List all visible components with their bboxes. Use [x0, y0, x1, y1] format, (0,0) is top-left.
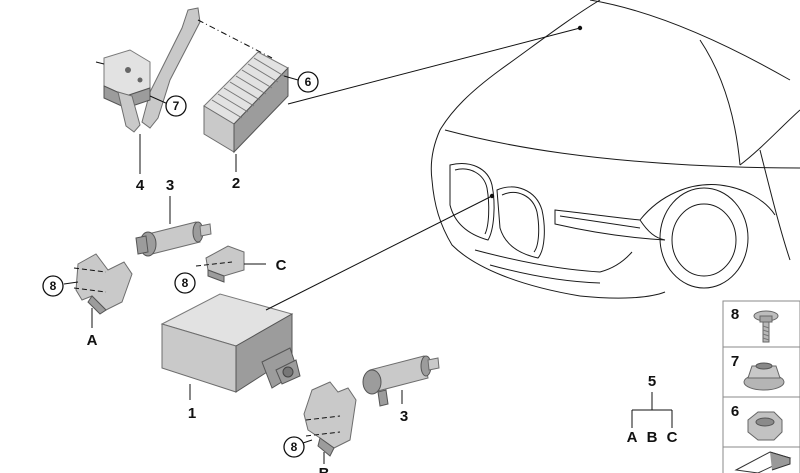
- actuator-part-3-upper[interactable]: [135, 196, 212, 257]
- svg-text:7: 7: [731, 353, 739, 370]
- circled-callout-8-C: 8: [174, 272, 196, 294]
- control-unit-part-1[interactable]: [160, 193, 495, 400]
- callout-1: 1: [188, 405, 196, 422]
- legend-item-8[interactable]: 8: [722, 300, 800, 348]
- group-5-tree: 5 A B C: [627, 373, 678, 446]
- callout-A: A: [87, 332, 98, 349]
- actuator-part-3-lower[interactable]: [362, 355, 440, 407]
- callout-3-upper: 3: [166, 177, 174, 194]
- car-outline: [430, 0, 800, 299]
- callout-2: 2: [232, 175, 240, 192]
- screw-icon: [753, 310, 779, 343]
- bracket-part-C[interactable]: [195, 245, 266, 283]
- legend-item-7[interactable]: 7: [722, 346, 800, 398]
- svg-text:8: 8: [291, 440, 298, 454]
- control-unit-part-2[interactable]: [203, 25, 583, 154]
- callout-B: B: [319, 465, 330, 473]
- bracket-part-4[interactable]: [95, 7, 273, 133]
- bracket-part-B[interactable]: [303, 381, 357, 464]
- circled-callout-6: 6: [297, 71, 319, 93]
- circled-callout-8-A: 8: [42, 275, 64, 297]
- callout-C: C: [276, 257, 287, 274]
- group-5-A: A: [627, 429, 638, 446]
- svg-text:6: 6: [731, 403, 739, 420]
- circled-callout-7: 7: [165, 95, 187, 117]
- svg-text:6: 6: [305, 75, 312, 89]
- callout-3-lower: 3: [400, 408, 408, 425]
- group-5-B: B: [647, 429, 658, 446]
- hardware-legend: 8 7: [722, 300, 800, 473]
- hex-nut-icon: [747, 411, 783, 441]
- svg-text:8: 8: [182, 276, 189, 290]
- svg-text:8: 8: [50, 279, 57, 293]
- svg-text:7: 7: [173, 99, 180, 113]
- legend-item-partial: [722, 446, 800, 473]
- callout-4: 4: [136, 177, 145, 194]
- circled-callout-8-B: 8: [283, 436, 305, 458]
- group-5-C: C: [667, 429, 678, 446]
- bracket-part-A[interactable]: [63, 253, 133, 328]
- svg-text:8: 8: [731, 306, 739, 323]
- flange-nut-icon: [743, 362, 785, 391]
- legend-item-6[interactable]: 6: [722, 396, 800, 448]
- callout-5: 5: [648, 373, 656, 390]
